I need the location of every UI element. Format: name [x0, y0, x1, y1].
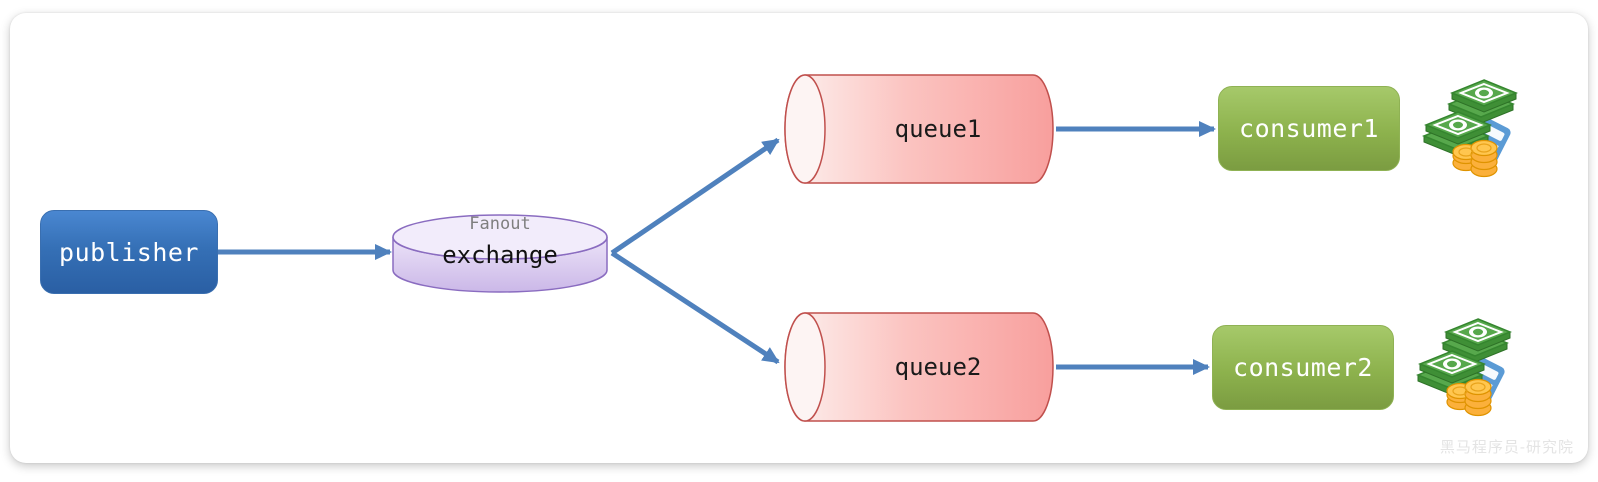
- money-icon: [1417, 318, 1511, 417]
- queue2-label: queue2: [894, 353, 982, 381]
- consumer1-node: consumer1: [1218, 86, 1400, 171]
- queue1-label: queue1: [894, 115, 982, 143]
- diagram-shapes: [218, 74, 1517, 422]
- diagram-canvas: publisher Fanout exchange queue1 queue2 …: [10, 13, 1588, 463]
- edge-exchange-queue2: [610, 250, 780, 365]
- exchange-label: exchange: [442, 241, 558, 269]
- consumer2-node: consumer2: [1212, 325, 1394, 410]
- edge-exchange-queue1: [610, 137, 780, 256]
- consumer2-label: consumer2: [1233, 353, 1373, 382]
- exchange-cylinder: [392, 214, 608, 293]
- queue2-cylinder: [784, 312, 1054, 422]
- consumer1-label: consumer1: [1239, 114, 1379, 143]
- exchange-type-badge: Fanout: [469, 214, 531, 234]
- money-icon: [1423, 79, 1517, 178]
- queue1-cylinder: [784, 74, 1054, 184]
- watermark: 黑马程序员-研究院: [1439, 438, 1574, 456]
- publisher-node: publisher: [40, 210, 218, 294]
- publisher-label: publisher: [59, 237, 199, 267]
